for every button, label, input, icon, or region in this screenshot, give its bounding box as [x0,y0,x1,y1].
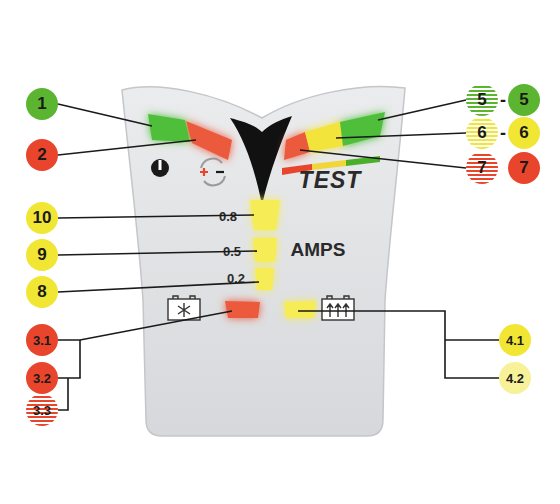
led-group [148,112,385,318]
test-label: TEST [299,167,362,194]
yellow-led [250,200,280,230]
callout-number: 4.1 [499,324,531,356]
callout-number: 3.2 [26,362,58,394]
polarity-icon [200,159,225,186]
callout-number: 5 [508,84,540,116]
cold-battery-icon [168,296,200,320]
amps-label: AMPS [291,239,346,261]
battery-body [168,299,200,320]
callout-number: 7 [508,152,540,184]
callout-number: 9 [26,239,58,271]
snowflake [178,303,190,317]
separator-dash: - [500,90,506,111]
battery-terminals [327,296,349,299]
plus-sign [200,168,208,176]
bracket-line [445,339,499,341]
amp-value: 0.5 [223,244,241,259]
yellow-led [255,268,274,290]
bracket-line [58,340,80,378]
callout-number: 4.2 [499,362,531,394]
panel-outline [122,87,405,436]
charger-panel-art [118,82,410,440]
amp-value: 0.8 [219,209,237,224]
warm-battery-icon [322,296,354,320]
callout-number: 3.1 [26,324,58,356]
battery-terminals [173,296,195,299]
power-icon [151,159,169,177]
callout-number: 5 [466,84,498,116]
power-circle [151,159,169,177]
amp-value: 0.2 [227,271,245,286]
bar-green [346,156,380,166]
callout-number: 7 [466,152,498,184]
callout-number: 1 [26,88,58,120]
battery-body [322,299,354,320]
red-led [186,121,232,160]
minus-sign [216,171,224,173]
callout-number: 3.3 [26,394,58,426]
separator-dash: - [500,123,506,144]
arc-arrow [201,159,222,168]
center-v-mark [230,116,292,205]
bracket-line [58,378,68,410]
callout-number: 2 [26,139,58,171]
green-led [148,114,190,142]
callout-number: 8 [26,276,58,308]
yellow-led [284,301,316,318]
power-bar [159,160,162,170]
red-led [225,301,260,318]
arc-arrow [204,176,225,185]
callout-number: 6 [508,117,540,149]
yellow-led [253,238,277,262]
yellow-led [305,122,343,152]
heat-arrows [327,304,349,317]
charger-panel: TEST 0.8AMPS 0.5 0.2 [118,82,410,440]
callout-number: 6 [466,117,498,149]
callout-number: 10 [26,202,58,234]
green-led [340,112,385,146]
